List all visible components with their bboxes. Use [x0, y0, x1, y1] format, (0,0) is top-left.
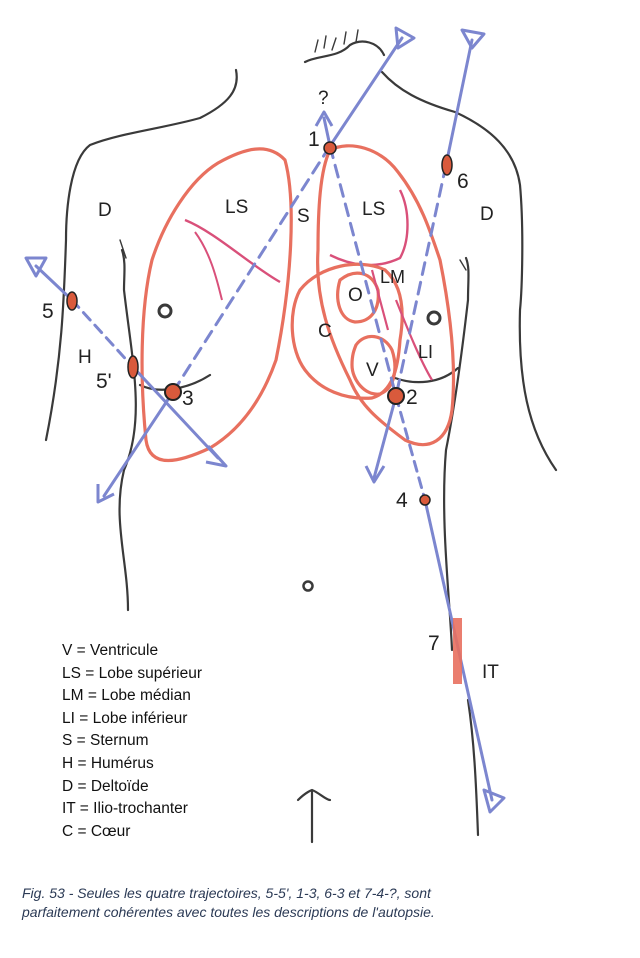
- trajectory-1-3-solid-top: [328, 36, 404, 148]
- left-shoulder-outline: [44, 68, 238, 442]
- legend-item: C = Cœur: [62, 822, 131, 840]
- trajectory-6-dashed: [394, 163, 448, 398]
- left-lung-fissure-2: [194, 231, 223, 301]
- chin-outline: [303, 40, 386, 64]
- label-lobe-sup-right: LS: [362, 199, 385, 220]
- heart-inner-line: [370, 269, 433, 381]
- left-torso-outline: [118, 248, 137, 612]
- label-humerus: H: [78, 347, 92, 368]
- right-lung-fissure: [329, 189, 409, 267]
- legend-item: S = Sternum: [62, 732, 149, 750]
- legend-item: D = Deltoïde: [62, 777, 149, 795]
- organs: [140, 144, 456, 463]
- trajectory-6-solid-top: [444, 38, 474, 167]
- arrow-head-bottom-left: [96, 484, 115, 504]
- label-deltoid-left: D: [98, 200, 112, 221]
- label-lobe-inferieur: LI: [418, 342, 433, 362]
- trajectory-5-5-dashed: [70, 298, 134, 368]
- label-ilio-trochanter: IT: [482, 662, 499, 683]
- right-nipple: [426, 310, 442, 326]
- wound-markers: [66, 141, 462, 684]
- caption-line-2: parfaitement cohérentes avec toutes les …: [22, 904, 435, 920]
- trajectory-5-5-solid-a: [34, 264, 74, 302]
- arrow-head-bottom-5: [205, 444, 228, 468]
- right-torso-outline: [443, 256, 470, 652]
- collar-line: [119, 239, 467, 271]
- arrow-tail-top-1: [394, 26, 416, 50]
- point-label-5: 5: [42, 300, 54, 323]
- arrow-tail-top-6: [460, 28, 486, 50]
- wound-1: [323, 141, 337, 155]
- wound-4: [419, 494, 431, 506]
- legend-item: LI = Lobe inférieur: [62, 709, 188, 727]
- wound-6: [441, 154, 453, 176]
- point-label-6: 6: [457, 170, 469, 193]
- figure-caption: Fig. 53 - Seules les quatre trajectoires…: [22, 884, 622, 922]
- arrow-heads: [24, 26, 506, 814]
- right-hip-outline: [466, 698, 480, 837]
- label-sternum: S: [297, 206, 310, 227]
- labels: D D LS S LS LM O C LI V H IT ? 1 2 3 4 5…: [42, 88, 499, 683]
- trajectory-2-4-dashed: [394, 394, 427, 502]
- trajectory-1-3-dashed: [171, 144, 332, 394]
- point-label-1: 1: [308, 128, 320, 151]
- point-label-5p: 5': [96, 370, 112, 393]
- left-lung-fissure: [184, 218, 281, 284]
- wound-3: [164, 383, 182, 401]
- wound-2: [387, 387, 405, 405]
- wound-5: [66, 291, 78, 311]
- trajectory-1-3-solid-bottom: [102, 390, 175, 498]
- wound-5p: [127, 355, 139, 379]
- chin-hair: [314, 29, 359, 53]
- legend-item: LS = Lobe supérieur: [62, 664, 203, 682]
- arrow-head-bottom-6: [364, 465, 386, 484]
- caption-line-1: Fig. 53 - Seules les quatre trajectoires…: [22, 885, 431, 901]
- label-question: ?: [318, 88, 329, 109]
- right-shoulder-outline: [380, 70, 558, 472]
- point-label-7: 7: [428, 632, 440, 655]
- label-lobe-median: LM: [380, 267, 405, 287]
- right-lung: [316, 144, 456, 447]
- trajectory-5-5-solid-b: [130, 364, 220, 460]
- trajectory-6-solid-bottom: [372, 394, 398, 480]
- groin-outline: [296, 788, 332, 844]
- legend-item: H = Humérus: [62, 754, 154, 772]
- point-label-3: 3: [182, 387, 194, 410]
- legend: V = Ventricule LS = Lobe supérieur LM = …: [62, 640, 362, 843]
- arrow-tail-bottom-7: [482, 788, 506, 814]
- label-deltoid-right: D: [480, 204, 494, 225]
- point-label-4: 4: [396, 489, 408, 512]
- label-ventricule: V: [366, 360, 379, 381]
- legend-item: V = Ventricule: [62, 642, 159, 659]
- body-outline: [44, 29, 558, 844]
- arrow-head-question: [314, 110, 334, 127]
- trajectory-1-2-dashed: [328, 144, 398, 398]
- left-nipple: [157, 303, 173, 319]
- label-oreillette: O: [348, 285, 363, 306]
- navel: [302, 580, 314, 592]
- label-coeur: C: [318, 321, 332, 342]
- point-label-2: 2: [406, 386, 418, 409]
- legend-item: IT = Ilio-trochanter: [62, 800, 188, 818]
- legend-item: LM = Lobe médian: [62, 687, 191, 705]
- label-lobe-sup-left: LS: [225, 197, 248, 218]
- wound-7: [453, 618, 462, 684]
- arrow-tail-top-left: [24, 256, 48, 278]
